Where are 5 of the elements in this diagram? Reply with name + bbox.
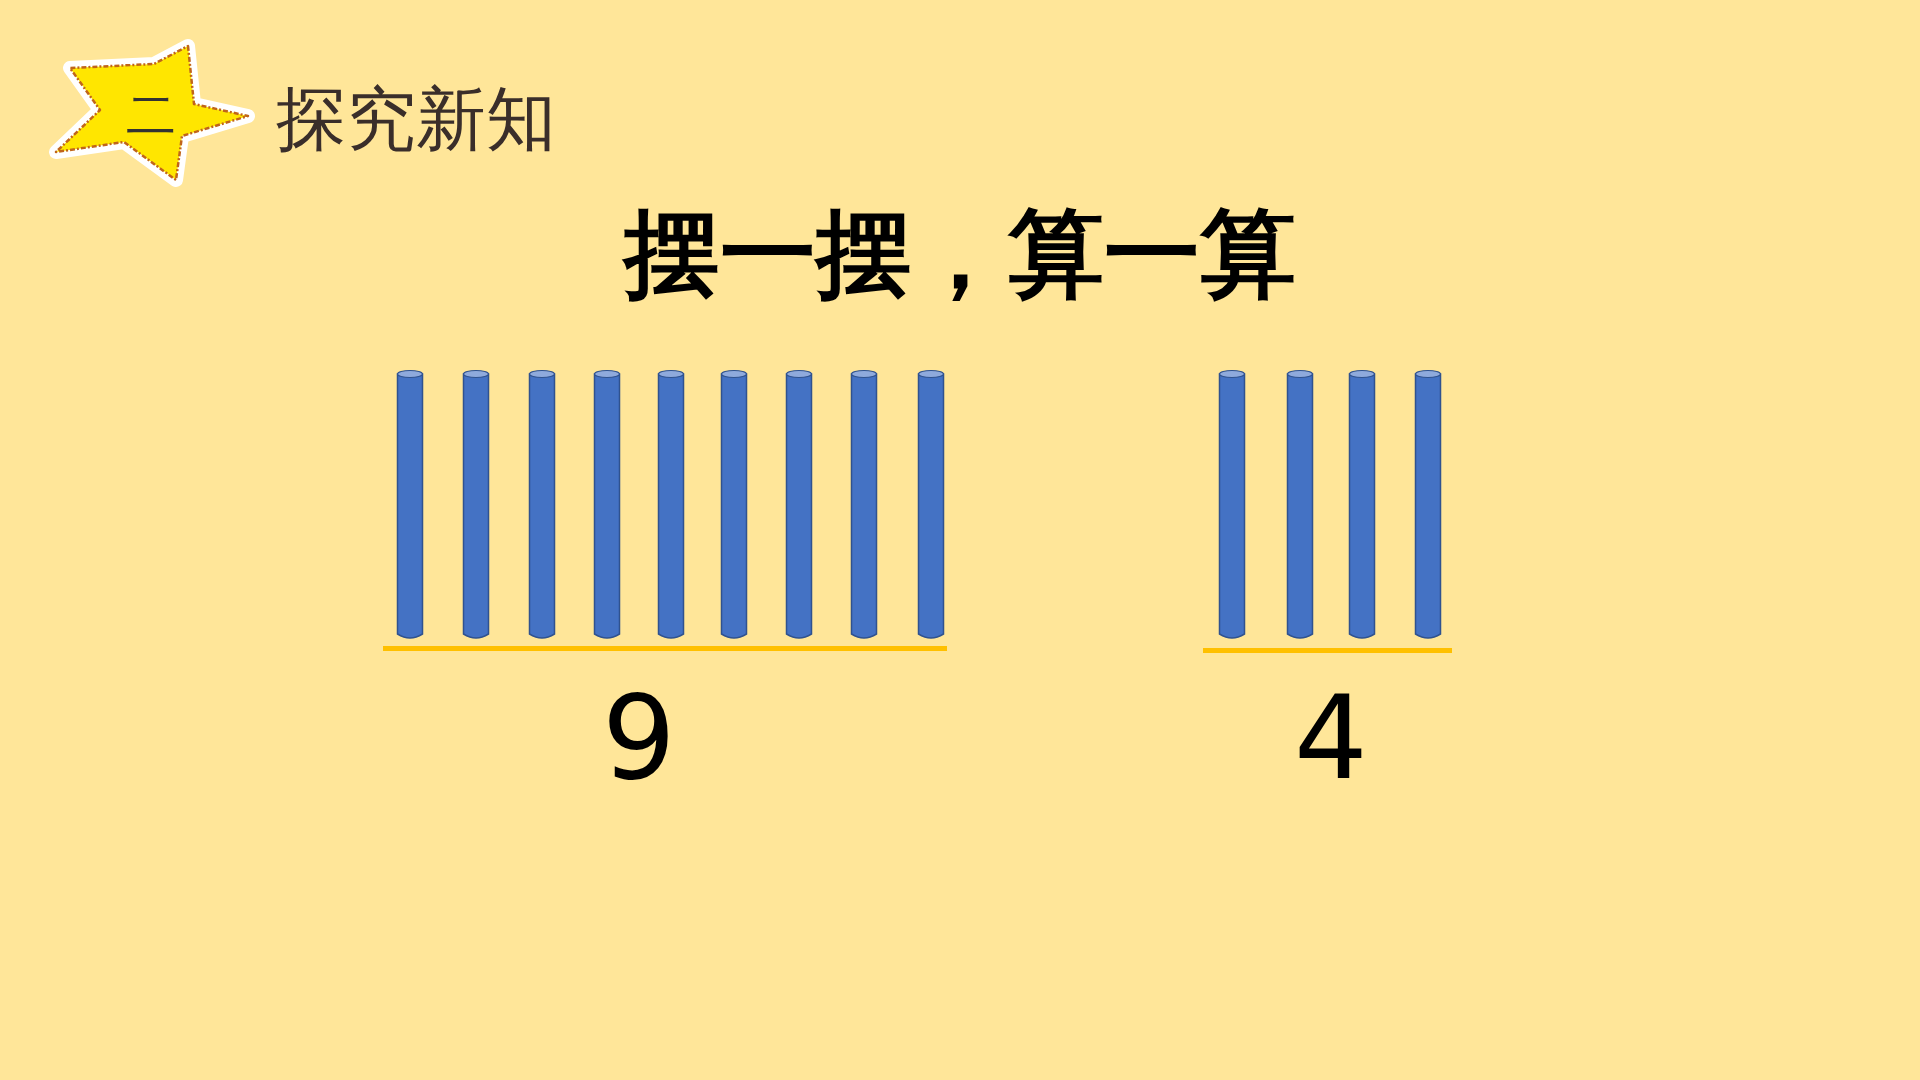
- count-number: 9: [602, 680, 676, 796]
- slide-title: 摆一摆，算一算: [624, 206, 1296, 302]
- count-number: 4: [1294, 680, 1368, 796]
- section-heading: 探究新知: [276, 84, 556, 154]
- section-number: 二: [126, 90, 176, 140]
